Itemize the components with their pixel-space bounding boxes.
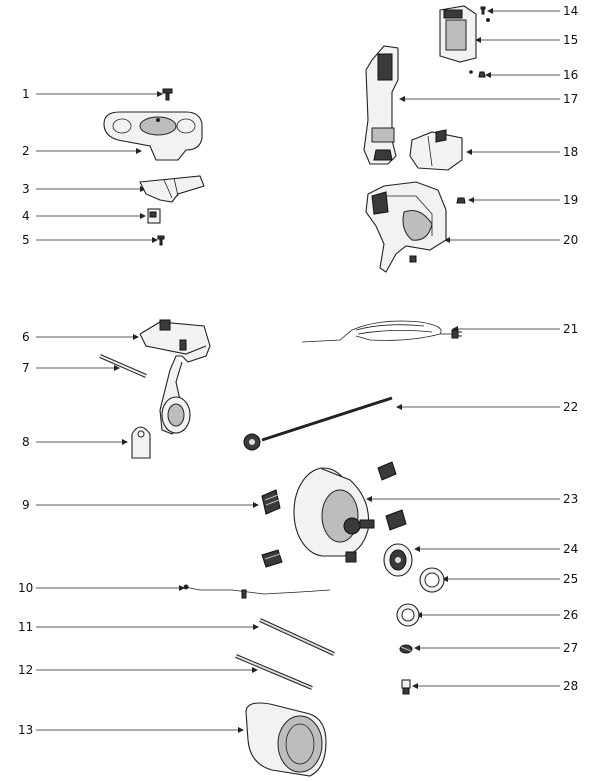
callout-number: 6 — [22, 330, 30, 344]
part-15-grip — [439, 5, 477, 63]
callout-number: 24 — [563, 542, 578, 556]
callout-number: 13 — [18, 723, 33, 737]
callout-3: 3 — [22, 182, 146, 196]
part-17-handle-tube — [363, 45, 399, 165]
callout-7: 7 — [22, 361, 120, 375]
part-23-motor — [293, 461, 407, 563]
callout-8: 8 — [22, 435, 128, 449]
part-27-spring — [399, 644, 413, 654]
callout-number: 10 — [18, 581, 33, 595]
callout-28: 28 — [412, 679, 578, 693]
callout-number: 1 — [22, 87, 30, 101]
part-21-power-cord — [301, 320, 462, 343]
callout-21: 21 — [452, 322, 578, 336]
callout-13: 13 — [18, 723, 244, 737]
part-19-screw — [456, 197, 466, 204]
callout-number: 5 — [22, 233, 30, 247]
callout-6: 6 — [22, 330, 139, 344]
callout-16: 16 — [485, 68, 578, 82]
callout-24: 24 — [414, 542, 578, 556]
callout-number: 11 — [18, 620, 33, 634]
callout-26: 26 — [416, 608, 578, 622]
callout-14: 14 — [487, 4, 578, 18]
part-24-coupling — [383, 543, 413, 577]
part-9b-clip — [261, 549, 283, 568]
callout-number: 18 — [563, 145, 578, 159]
part-12-rod — [235, 654, 313, 690]
callout-number: 17 — [563, 92, 578, 106]
callout-1: 1 — [22, 87, 163, 101]
part-13-sleeve — [245, 702, 327, 777]
callout-15: 15 — [475, 33, 578, 47]
callout-number: 19 — [563, 193, 578, 207]
part-8-tag — [131, 426, 151, 459]
callout-18: 18 — [466, 145, 578, 159]
part-26-washer — [396, 603, 420, 627]
callout-number: 3 — [22, 182, 30, 196]
callout-number: 4 — [22, 209, 30, 223]
part-5-screw — [157, 235, 165, 246]
callout-number: 9 — [22, 498, 30, 512]
part-1-screw — [162, 88, 173, 101]
callout-number: 22 — [563, 400, 578, 414]
callout-2: 2 — [22, 144, 142, 158]
callout-number: 7 — [22, 361, 30, 375]
part-18-cord-bracket — [409, 129, 463, 171]
callout-number: 16 — [563, 68, 578, 82]
part-22-long-rod — [243, 396, 393, 451]
callout-number: 15 — [563, 33, 578, 47]
callout-17: 17 — [399, 92, 578, 106]
part-6-handle-bracket — [139, 319, 211, 435]
part-14-screw — [480, 6, 490, 22]
part-20-rear-housing — [365, 181, 447, 273]
callout-number: 8 — [22, 435, 30, 449]
callout-5: 5 — [22, 233, 158, 247]
part-7-rod — [99, 354, 147, 378]
callout-number: 28 — [563, 679, 578, 693]
callout-number: 23 — [563, 492, 578, 506]
callout-12: 12 — [18, 663, 258, 677]
callout-19: 19 — [468, 193, 578, 207]
callout-number: 25 — [563, 572, 578, 586]
part-11-rod — [259, 618, 335, 656]
part-16-nut — [469, 70, 486, 78]
callout-number: 12 — [18, 663, 33, 677]
callout-number: 20 — [563, 233, 578, 247]
part-4-spacer — [147, 208, 161, 224]
part-2-base-plate — [103, 111, 203, 161]
callout-20: 20 — [444, 233, 578, 247]
callout-number: 27 — [563, 641, 578, 655]
callout-11: 11 — [18, 620, 259, 634]
callout-22: 22 — [396, 400, 578, 414]
callout-10: 10 — [18, 581, 185, 595]
callout-23: 23 — [366, 492, 578, 506]
part-9-clip — [261, 489, 281, 515]
callout-number: 14 — [563, 4, 578, 18]
part-28-fitting — [401, 679, 411, 695]
callout-25: 25 — [442, 572, 578, 586]
callout-9: 9 — [22, 498, 259, 512]
part-3-latch — [139, 175, 205, 203]
callout-4: 4 — [22, 209, 146, 223]
callout-27: 27 — [414, 641, 578, 655]
callout-number: 2 — [22, 144, 30, 158]
callout-number: 21 — [563, 322, 578, 336]
part-10-wire — [183, 584, 331, 599]
callout-number: 26 — [563, 608, 578, 622]
part-25-ring — [419, 567, 445, 593]
